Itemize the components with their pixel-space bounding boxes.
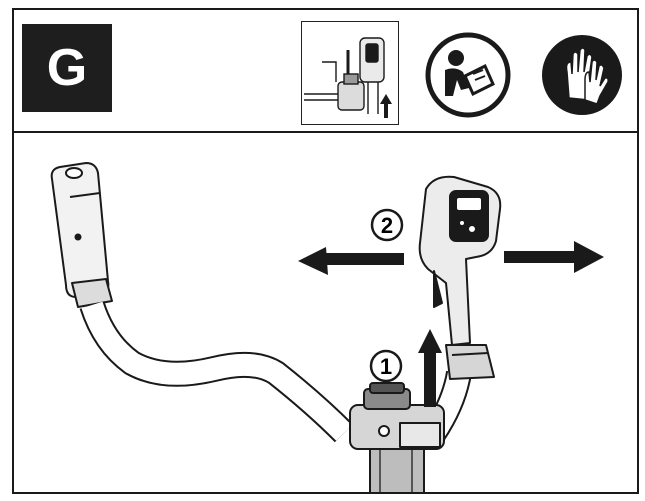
trigger-handle — [418, 175, 502, 380]
step-marker-2: 2 — [370, 208, 404, 242]
step-letter-badge: G — [22, 24, 112, 112]
arrow-up-icon — [418, 329, 442, 407]
step-marker-1-label: 1 — [380, 354, 392, 379]
left-grip — [50, 162, 113, 308]
arrow-right-icon — [504, 241, 604, 273]
instruction-header: G — [14, 10, 637, 133]
assembly-thumbnail-icon — [301, 21, 399, 125]
assembly-illustration: 1 2 — [14, 133, 637, 494]
read-manual-icon — [425, 32, 511, 118]
arrow-left-icon — [298, 247, 404, 275]
step-marker-2-label: 2 — [381, 213, 393, 238]
step-marker-1: 1 — [369, 349, 403, 383]
handle-clamp — [349, 382, 445, 450]
wear-gloves-icon — [539, 32, 625, 118]
instruction-panel: G — [12, 8, 639, 494]
